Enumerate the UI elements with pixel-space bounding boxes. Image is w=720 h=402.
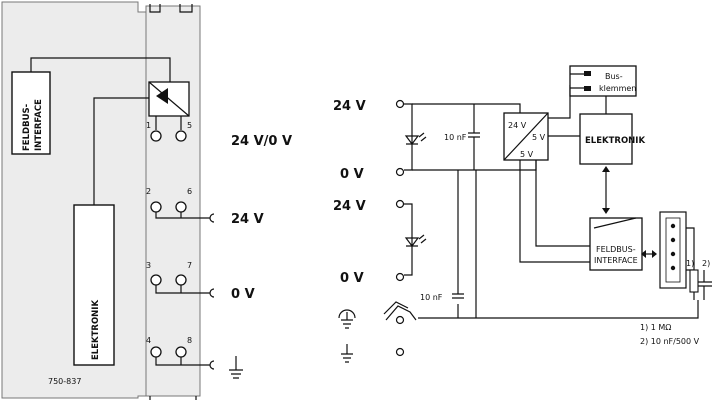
mark-2: 2): [702, 259, 710, 268]
pin-4: 4: [146, 336, 151, 345]
right-0v-top: 0 V: [340, 167, 364, 182]
led-mid-icon: [404, 237, 420, 247]
right-elektronik-label: ELEKTRONIK: [585, 136, 645, 146]
right-24v-mid: 24 V: [333, 199, 366, 214]
wire-mid-loop: [404, 203, 413, 276]
bus-connector-icon: [659, 211, 687, 289]
conv-in-label: 24 V: [508, 121, 527, 130]
cap-small-icon: [698, 270, 712, 300]
terminal-contacts: [150, 116, 215, 370]
label-0v: 0 V: [231, 287, 255, 302]
pe-clip-icon: [385, 305, 417, 321]
right-elektronik-box: [579, 113, 633, 165]
cap-2-label: 10 nF: [420, 293, 443, 302]
pin-3: 3: [146, 261, 151, 270]
pin-7: 7: [187, 261, 192, 270]
wire-top-loop: [404, 103, 413, 171]
conv-out2-label: 5 V: [520, 150, 534, 159]
ground-icon-bottom: [341, 344, 353, 363]
wire-elektronik: [93, 97, 149, 205]
pin-1: 1: [146, 121, 151, 130]
ground-icon: [229, 356, 243, 379]
right-24v-top: 24 V: [333, 99, 366, 114]
footnote-1: 1) 1 MΩ: [640, 323, 671, 332]
led-triangle: [156, 88, 168, 104]
right-feldbus-line1: FELDBUS-: [596, 245, 636, 254]
pin-6: 6: [187, 187, 192, 196]
busklemmen-box: [569, 65, 637, 97]
cap-1-icon: [468, 104, 480, 170]
ground-icon-top: [338, 309, 356, 329]
label-24v: 24 V: [231, 212, 264, 227]
conv-out1-label: 5 V: [532, 133, 546, 142]
cap-1-label: 10 nF: [444, 133, 467, 142]
bottom-latch: [149, 396, 197, 400]
pin-8: 8: [187, 336, 192, 345]
busklemmen-line2: klemmen: [599, 84, 636, 93]
pin-5: 5: [187, 121, 192, 130]
right-schematic: 24 V 0 V 24 V 0 V 10 nF 24 V 5 V 5 V: [333, 65, 712, 363]
label-24v-0v: 24 V/0 V: [231, 134, 292, 149]
right-feldbus-line2: INTERFACE: [594, 256, 638, 265]
resistor-icon: [689, 269, 699, 293]
wire-feldbus: [30, 57, 171, 82]
led-top-icon: [404, 135, 420, 145]
part-number: 750-837: [48, 377, 81, 386]
busklemmen-line1: Bus-: [605, 72, 623, 81]
elektronik-label: ELEKTRONIK: [91, 300, 101, 360]
feldbus-label-2: INTERFACE: [34, 99, 44, 151]
mark-1: 1): [686, 259, 694, 268]
footnote-2: 2) 10 nF/500 V: [640, 337, 700, 346]
left-module: FELDBUS- INTERFACE ELEKTRONIK: [1, 1, 292, 400]
top-latch: [149, 4, 193, 13]
elektronik-box: [73, 204, 115, 366]
feldbus-label-1: FELDBUS-: [22, 103, 32, 151]
pe-line: [418, 300, 699, 319]
pin-2: 2: [146, 187, 151, 196]
right-0v-mid: 0 V: [340, 271, 364, 286]
